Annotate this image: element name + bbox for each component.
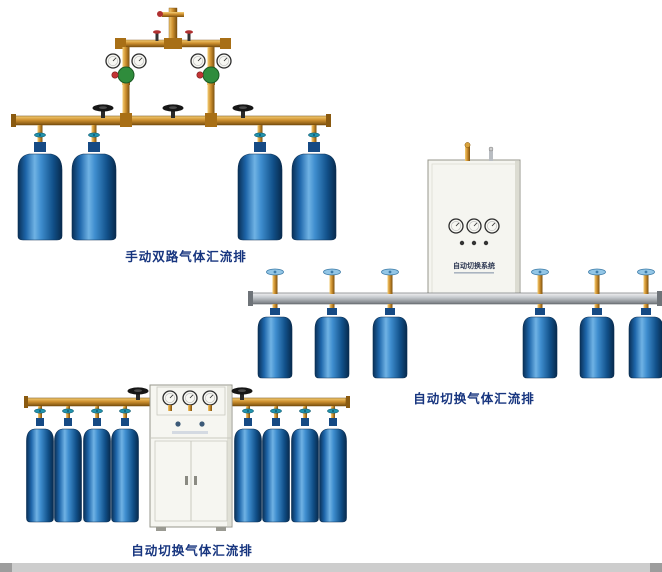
indicator-light <box>459 240 465 246</box>
cylinder-stations <box>26 406 347 523</box>
gas-cylinder <box>83 428 111 523</box>
cylinder-stations <box>257 268 662 379</box>
cabinet-gauge <box>162 390 178 406</box>
station-valve-wheel <box>637 268 655 276</box>
cylinder-valve-wheel <box>254 132 266 138</box>
cylinder-valve-wheel <box>88 132 100 138</box>
cabinet-gauge <box>448 218 464 234</box>
shutoff-valve-knob <box>185 30 193 34</box>
gas-cylinder <box>54 428 82 523</box>
cabinet-gauge <box>202 390 218 406</box>
gas-cylinder <box>579 316 615 379</box>
caption-auto-switch-cabinet: 自动切换气体汇流排 <box>413 392 535 406</box>
control-knob <box>175 421 181 427</box>
cylinder-valve-wheel <box>299 408 311 414</box>
gas-cylinder <box>26 428 54 523</box>
cylinder-valve-wheel <box>242 408 254 414</box>
door-handle <box>185 476 188 485</box>
gas-cylinders <box>17 125 337 241</box>
manual-dual-manifold-illustration <box>11 7 337 241</box>
indicator-light <box>483 240 489 246</box>
control-cabinet: 自动切换系统 <box>427 142 521 301</box>
gas-cylinder <box>234 428 262 523</box>
cylinder-valve-wheel <box>270 408 282 414</box>
cylinder-valve-wheel <box>119 408 131 414</box>
gas-cylinder <box>111 428 139 523</box>
gas-cylinder <box>319 428 347 523</box>
station-valve-wheel <box>323 268 341 276</box>
station-valve-wheel <box>588 268 606 276</box>
gas-cylinder <box>372 316 408 379</box>
auto-switch-floor-manifold-illustration <box>24 384 350 531</box>
manifold-pipe <box>249 292 661 305</box>
cabinet-gauge <box>484 218 500 234</box>
cylinder-valve-wheel <box>327 408 339 414</box>
relief-valve-knob <box>157 11 163 17</box>
cabinet-inlet-valve <box>464 142 471 148</box>
cabinet-label: 自动切换系统 <box>453 261 495 270</box>
gas-cylinder <box>291 428 319 523</box>
gas-cylinder <box>17 153 63 241</box>
cylinder-valve-wheel <box>34 408 46 414</box>
floor-cabinet <box>149 384 233 531</box>
cylinder-valve-wheel <box>62 408 74 414</box>
station-valve-wheel <box>266 268 284 276</box>
shutoff-valve-knob <box>153 30 161 34</box>
bottom-border-strip <box>0 563 662 572</box>
cylinder-valve-wheel <box>91 408 103 414</box>
auto-switch-manifold-illustration: 自动切换系统 <box>248 142 662 379</box>
caption-auto-switch-floor: 自动切换气体汇流排 <box>131 544 253 558</box>
caption-manual-dual: 手动双路气体汇流排 <box>125 250 247 264</box>
indicator-light <box>471 240 477 246</box>
gas-cylinder <box>262 428 290 523</box>
cabinet-outlet-fitting <box>488 146 494 152</box>
cylinder-valve-wheel <box>34 132 46 138</box>
bottom-strip-right-nub <box>650 563 662 572</box>
gas-cylinder <box>522 316 558 379</box>
station-valve-wheel <box>531 268 549 276</box>
control-knob <box>199 421 205 427</box>
gas-cylinder <box>314 316 350 379</box>
gas-cylinder <box>71 153 117 241</box>
cabinet-gauge <box>466 218 482 234</box>
line-valves <box>92 104 254 118</box>
line-valves <box>127 387 253 400</box>
gas-cylinder <box>628 316 662 379</box>
top-pipe-assembly <box>115 7 231 117</box>
cabinet-gauge <box>182 390 198 406</box>
gas-cylinder <box>257 316 293 379</box>
door-handle <box>194 476 197 485</box>
bottom-strip-left-nub <box>0 563 12 572</box>
cylinder-valve-wheel <box>308 132 320 138</box>
station-valve-wheel <box>381 268 399 276</box>
